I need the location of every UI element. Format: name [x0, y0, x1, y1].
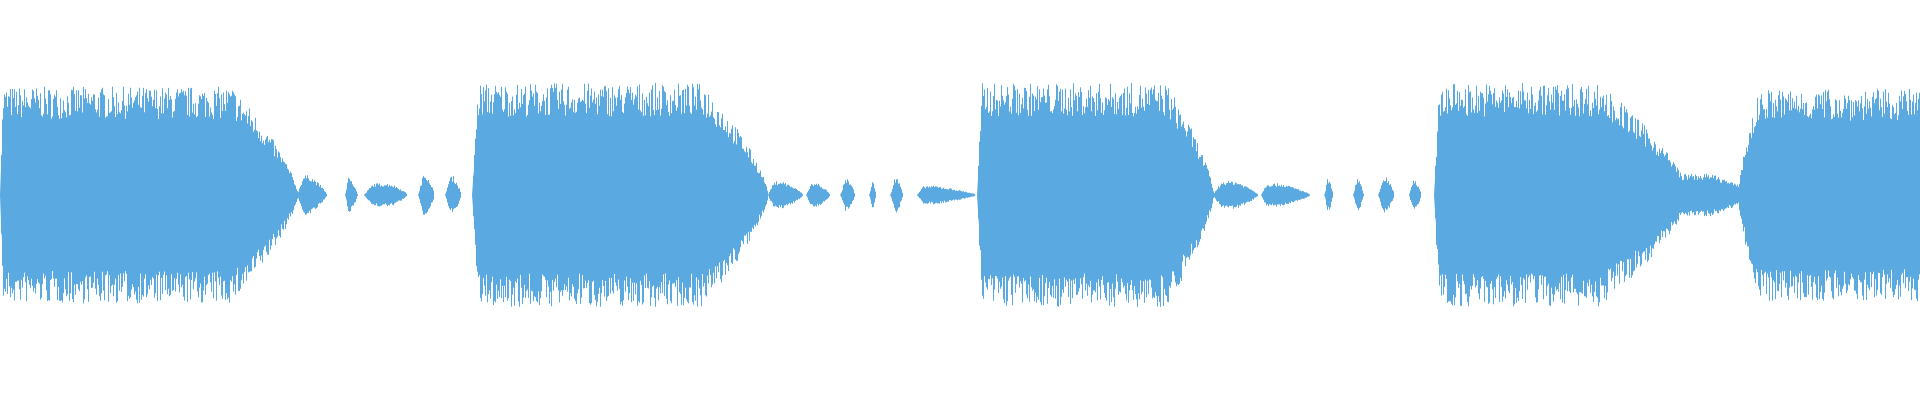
waveform-body — [0, 133, 1920, 257]
waveform-core — [0, 133, 1920, 257]
